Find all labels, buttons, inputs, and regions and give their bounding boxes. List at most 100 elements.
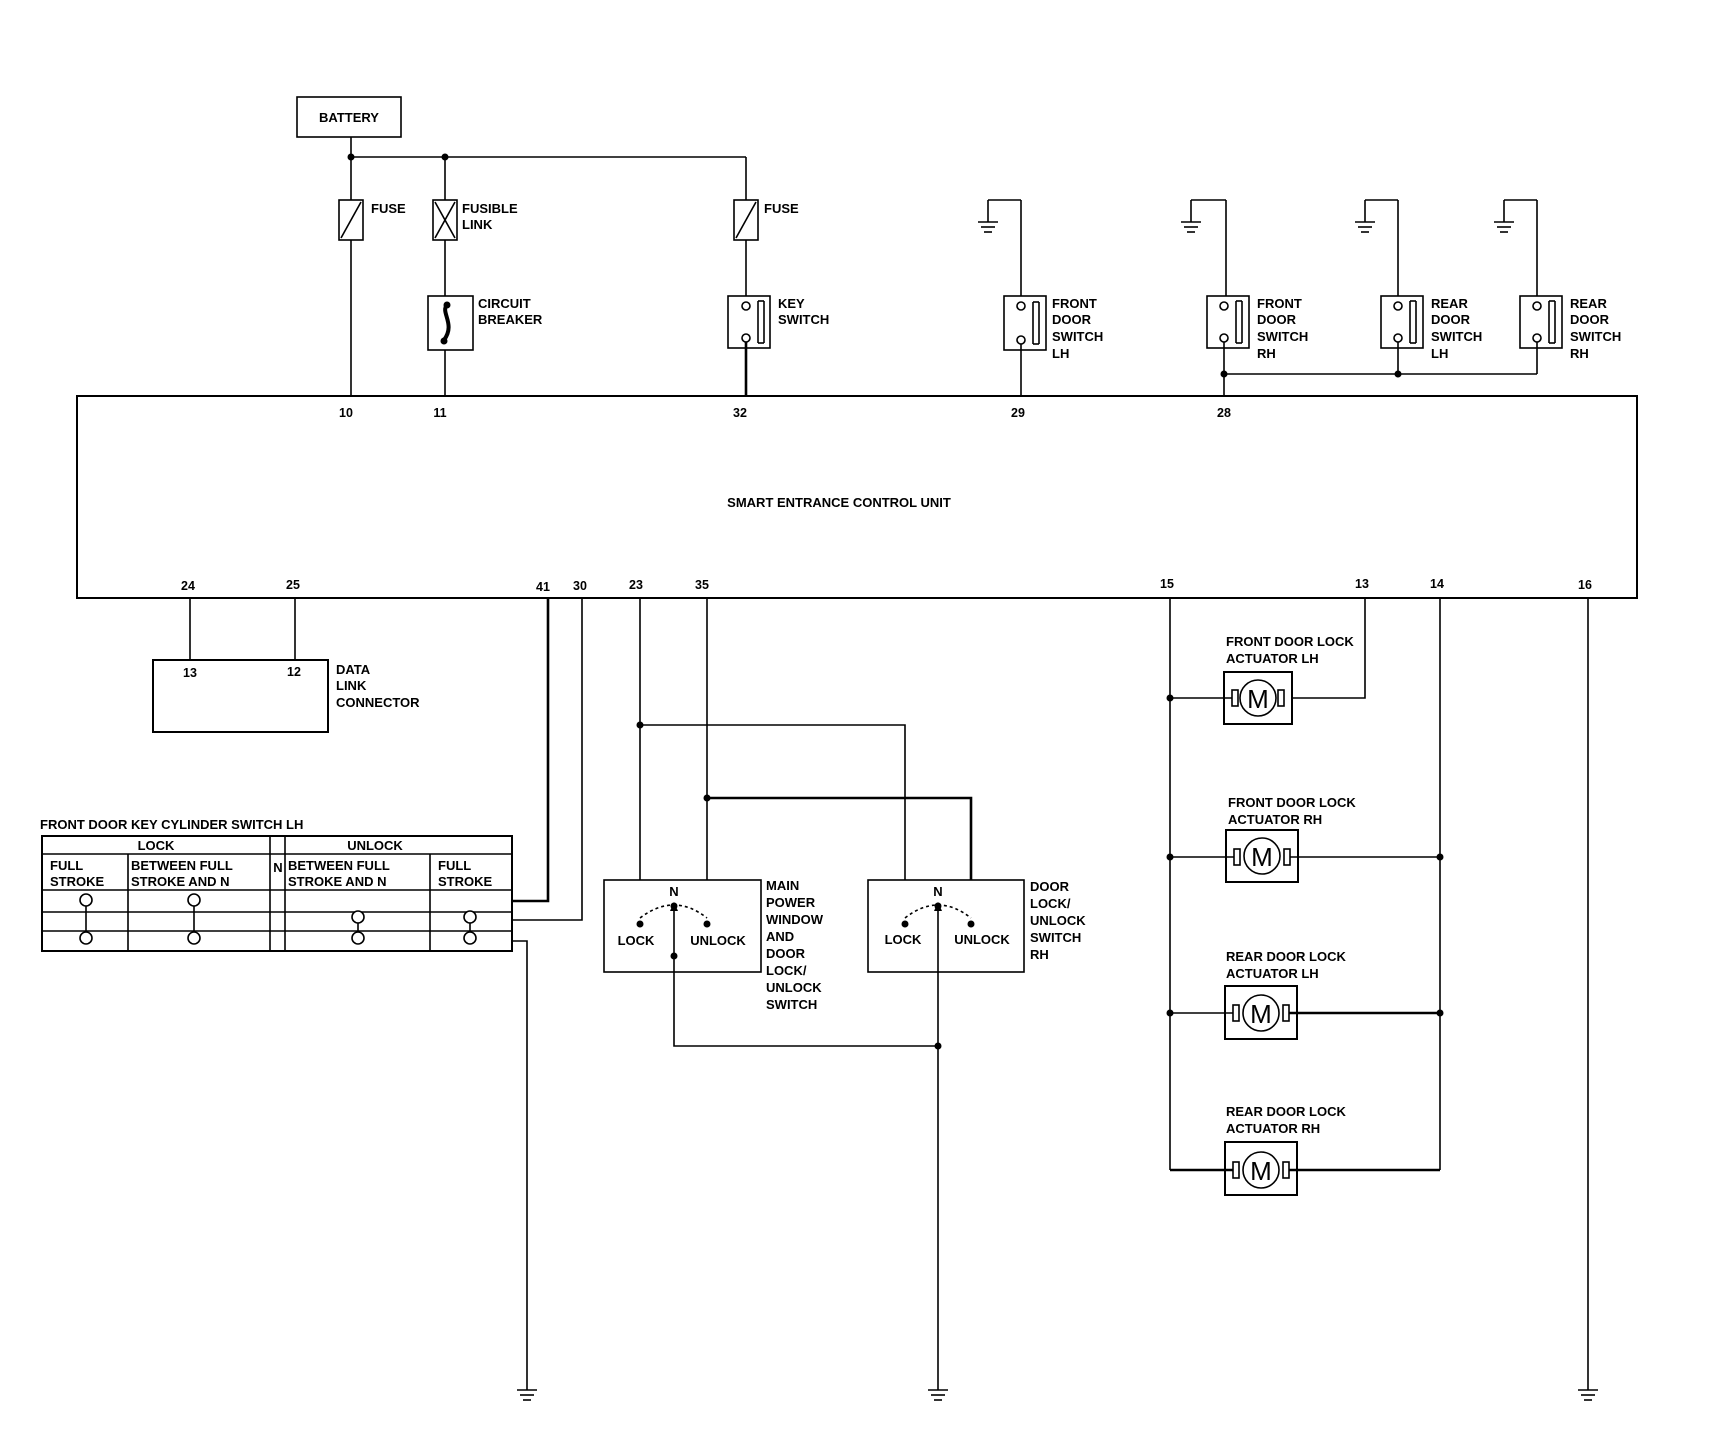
main-switch-label-2: POWER	[766, 895, 816, 910]
kc-col2-1: BETWEEN FULL	[131, 858, 233, 873]
main-power-window-switch: N LOCK UNLOCK MAIN POWER WINDOW AND DOOR…	[603, 598, 824, 1012]
pin-25: 25	[286, 578, 300, 592]
actuator-rear-lh: REAR DOOR LOCK ACTUATOR LH M	[1170, 949, 1440, 1040]
pin-14: 14	[1430, 577, 1444, 591]
kc-col2-2: STROKE AND N	[131, 874, 229, 889]
smart-entrance-control-unit: SMART ENTRANCE CONTROL UNIT 10 11 32 29 …	[76, 395, 1638, 599]
fusible-link: FUSIBLE LINK	[432, 157, 518, 241]
key-cylinder-n: N	[273, 860, 282, 875]
key-cylinder-switch: FRONT DOOR KEY CYLINDER SWITCH LH LOCK U…	[40, 598, 583, 1390]
main-switch-label-6: LOCK/	[766, 963, 807, 978]
fds-lh-label-2: DOOR	[1052, 312, 1092, 327]
main-switch-label-4: AND	[766, 929, 794, 944]
rh-switch-label-3: UNLOCK	[1030, 913, 1086, 928]
pin-30: 30	[573, 579, 587, 593]
pin-16: 16	[1578, 578, 1592, 592]
pin-29: 29	[1011, 406, 1025, 420]
door-lock-unlock-switch-rh: N LOCK UNLOCK DOOR LOCK/ UNLOCK SWITCH R…	[867, 879, 1086, 1390]
fds-lh-label-4: LH	[1052, 346, 1069, 361]
fusible-link-label-2: LINK	[462, 217, 493, 232]
control-unit-title: SMART ENTRANCE CONTROL UNIT	[727, 495, 951, 510]
rear-door-switch-lh: REAR DOOR SWITCH LH	[1355, 199, 1482, 374]
ground-control-unit	[1578, 1389, 1598, 1401]
main-switch-n: N	[669, 884, 678, 899]
pin-35: 35	[695, 578, 709, 592]
fuse-right: FUSE	[733, 199, 799, 296]
kc-col1-1: FULL	[50, 858, 83, 873]
pin-23: 23	[629, 578, 643, 592]
kc-col4-2: STROKE	[438, 874, 493, 889]
rh-switch-label-1: DOOR	[1030, 879, 1070, 894]
dlc-label-2: LINK	[336, 678, 367, 693]
fds-lh-label-3: SWITCH	[1052, 329, 1103, 344]
kc-col1-2: STROKE	[50, 874, 105, 889]
actuator-4-label-1: REAR DOOR LOCK	[1226, 1104, 1347, 1119]
pin-28: 28	[1217, 406, 1231, 420]
actuator-1-motor-symbol: M	[1247, 684, 1269, 714]
actuator-3-motor-symbol: M	[1250, 999, 1272, 1029]
rds-rh-label-3: SWITCH	[1570, 329, 1621, 344]
key-switch-label-2: SWITCH	[778, 312, 829, 327]
battery: BATTERY	[296, 96, 402, 138]
actuator-3-label-1: REAR DOOR LOCK	[1226, 949, 1347, 964]
fuse-right-label: FUSE	[764, 201, 799, 216]
pin-11: 11	[433, 406, 446, 420]
rds-rh-label-2: DOOR	[1570, 312, 1610, 327]
dlc-pin-13: 13	[183, 666, 197, 680]
actuator-1-label-1: FRONT DOOR LOCK	[1226, 634, 1354, 649]
actuator-3-label-2: ACTUATOR LH	[1226, 966, 1319, 981]
main-switch-label-8: SWITCH	[766, 997, 817, 1012]
rh-switch-lock: LOCK	[885, 932, 922, 947]
fds-rh-label-4: RH	[1257, 346, 1276, 361]
rh-switch-label-2: LOCK/	[1030, 896, 1071, 911]
rds-lh-label-4: LH	[1431, 346, 1448, 361]
actuator-4-motor-symbol: M	[1250, 1156, 1272, 1186]
actuator-front-lh: FRONT DOOR LOCK ACTUATOR LH M	[1170, 634, 1354, 725]
door-switch-bus	[1220, 370, 1537, 378]
key-cylinder-unlock-header: UNLOCK	[347, 838, 403, 853]
actuator-front-rh: FRONT DOOR LOCK ACTUATOR RH M	[1170, 795, 1440, 883]
fusible-link-label-1: FUSIBLE	[462, 201, 518, 216]
actuator-1-label-2: ACTUATOR LH	[1226, 651, 1319, 666]
kc-col4-1: FULL	[438, 858, 471, 873]
main-switch-label-5: DOOR	[766, 946, 806, 961]
fuse-left-label: FUSE	[371, 201, 406, 216]
rds-rh-label-1: REAR	[1570, 296, 1607, 311]
pin-15: 15	[1160, 577, 1174, 591]
pin-41: 41	[536, 580, 550, 594]
actuator-rear-rh: REAR DOOR LOCK ACTUATOR RH M	[1170, 1104, 1440, 1196]
fds-rh-label-2: DOOR	[1257, 312, 1297, 327]
rh-switch-label-5: RH	[1030, 947, 1049, 962]
data-link-connector: 13 12 DATA LINK CONNECTOR	[152, 598, 420, 733]
actuator-bus	[1166, 598, 1589, 1390]
key-switch-label-1: KEY	[778, 296, 805, 311]
key-cylinder-lock-header: LOCK	[138, 838, 175, 853]
rh-switch-label-4: SWITCH	[1030, 930, 1081, 945]
front-door-switch-rh: FRONT DOOR SWITCH RH	[1181, 199, 1308, 396]
kc-col3-1: BETWEEN FULL	[288, 858, 390, 873]
battery-label: BATTERY	[319, 110, 379, 125]
front-door-switch-lh: FRONT DOOR SWITCH LH	[978, 199, 1103, 396]
main-switch-unlock: UNLOCK	[690, 933, 746, 948]
rds-lh-label-3: SWITCH	[1431, 329, 1482, 344]
kc-col3-2: STROKE AND N	[288, 874, 386, 889]
pin-32: 32	[733, 406, 747, 420]
rh-switch-n: N	[933, 884, 942, 899]
rds-rh-label-4: RH	[1570, 346, 1589, 361]
pin-13: 13	[1355, 577, 1369, 591]
rds-lh-label-2: DOOR	[1431, 312, 1471, 327]
ground-switches	[928, 1389, 948, 1401]
dlc-label-3: CONNECTOR	[336, 695, 420, 710]
main-switch-label-1: MAIN	[766, 878, 799, 893]
fds-rh-label-3: SWITCH	[1257, 329, 1308, 344]
main-switch-lock: LOCK	[618, 933, 655, 948]
rh-switch-unlock: UNLOCK	[954, 932, 1010, 947]
dlc-label-1: DATA	[336, 662, 371, 677]
rear-door-switch-rh: REAR DOOR SWITCH RH	[1494, 199, 1621, 374]
circuit-breaker: CIRCUIT BREAKER	[427, 240, 543, 396]
pin-10: 10	[339, 406, 353, 420]
key-cylinder-title: FRONT DOOR KEY CYLINDER SWITCH LH	[40, 817, 303, 832]
main-switch-label-7: UNLOCK	[766, 980, 822, 995]
main-switch-label-3: WINDOW	[766, 912, 824, 927]
